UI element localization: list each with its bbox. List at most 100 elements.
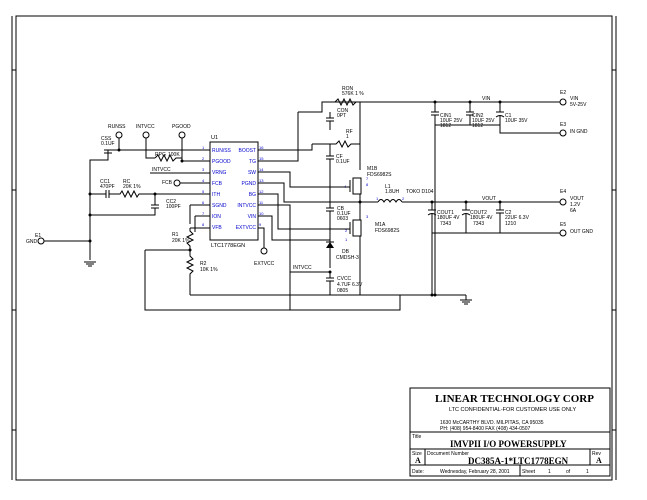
svg-text:1: 1 <box>345 237 348 242</box>
l1-inductor <box>377 199 403 203</box>
e1-label: GND <box>26 239 38 245</box>
cc2-ref: CC2 <box>166 199 176 205</box>
m1a-value: FDS6982S <box>375 228 400 234</box>
css-value: 0.1UF <box>101 141 115 147</box>
power-stage: RON 576K 1 % CON 0PT RF 1 CF 0.1UF M1B F… <box>258 86 560 311</box>
title-block: LINEAR TECHNOLOGY CORP LTC CONFIDENTIAL-… <box>409 387 611 477</box>
ron-value: 576K 1 % <box>342 91 364 97</box>
db-ref: DB <box>342 249 350 255</box>
m1a-mosfet <box>352 219 362 237</box>
runss-label: RUNSS <box>108 124 126 130</box>
pgood-top-label: PGOOD <box>172 124 191 130</box>
ic-pin-name: SW <box>248 170 256 176</box>
m1b-mosfet <box>352 177 362 195</box>
e4-ref: E4 <box>560 189 566 195</box>
c1-value: 10UF 35V <box>505 118 528 124</box>
cout1-value: 180UF 4V <box>437 215 460 221</box>
ic-pins-right: 16BOOST15TG14SW13PGND12BG11INTVCC10VIN9E… <box>236 145 265 231</box>
sheet-number: 1 <box>548 469 551 475</box>
ic-pin-number: 6 <box>202 200 205 205</box>
sheet-border <box>11 15 617 481</box>
rpg-resistor <box>154 153 182 163</box>
cc1-ref: CC1 <box>100 179 110 185</box>
l1-ref: L1 <box>385 184 391 190</box>
rc-value: 20K 1% <box>123 184 141 190</box>
ic-pin-name: VIN <box>248 214 257 220</box>
svg-text:7: 7 <box>366 176 369 181</box>
vout-net-label: VOUT <box>482 196 496 202</box>
ic-pin-name: VRNG <box>212 170 227 176</box>
ic-pin-name: EXTVCC <box>236 225 257 231</box>
e3-ref: E3 <box>560 122 566 128</box>
cin2-ref: CIN2 <box>472 113 484 119</box>
rf-value: 1 <box>346 134 349 140</box>
ic-pin-name: INTVCC <box>237 203 256 209</box>
intvcc-mid-label: INTVCC <box>152 167 171 173</box>
confidential-note: LTC CONFIDENTIAL-FOR CUSTOMER USE ONLY <box>449 407 576 413</box>
cin2-value: 10UF 25V <box>472 118 495 124</box>
ic-pin-number: 3 <box>202 167 205 172</box>
cout2-value: 180UF 4V <box>470 215 493 221</box>
cin1-pkg: 1812 <box>440 123 451 129</box>
ic-pin-number: 5 <box>202 189 205 194</box>
size-value: A <box>415 456 421 465</box>
cin1-ref: CIN1 <box>440 113 452 119</box>
ic-pin-number: 16 <box>259 145 264 150</box>
runss-net <box>118 138 210 151</box>
ic-ref: U1 <box>211 135 218 141</box>
e4-terminal <box>559 198 567 206</box>
company-address-2: PH: (408) 954-8400 FAX (408) 434-0507 <box>440 426 531 432</box>
company-name: LINEAR TECHNOLOGY CORP <box>435 393 594 405</box>
cin2-pkg: 1812 <box>472 123 483 129</box>
e2-label-2: 5V-25V <box>570 102 587 108</box>
r2-value: 10K 1% <box>200 267 218 273</box>
rpg-value: 100K <box>168 152 180 158</box>
ron-ref: RON <box>342 86 354 92</box>
size-label: Size <box>412 451 422 457</box>
cvcc-value: 4.7UF 6.3V <box>337 282 363 288</box>
intvcc-top-label: INTVCC <box>136 124 155 130</box>
r1-resistor <box>185 228 195 250</box>
e4-label-1: VOUT <box>570 196 584 202</box>
fcb-testpoint <box>173 179 181 187</box>
right-circuit: CIN1 10UF 25V 1812 CIN2 10UF 25V 1812 C1… <box>400 90 593 305</box>
ic-pin-number: 4 <box>202 178 205 183</box>
cc2-value: 100PF <box>166 204 181 210</box>
rpg-label: RPG <box>155 152 166 158</box>
ic-pin-name: PGOOD <box>212 159 231 165</box>
c2-value: 22UF 6.3V <box>505 215 530 221</box>
extvcc-label: EXTVCC <box>254 261 275 267</box>
con-value: 0PT <box>337 113 346 119</box>
l1-value: 1.8UH <box>385 189 400 195</box>
ic-u1: U1 LTC1778EGN 1RUN/SS2PGOOD3VRNG4FCB5ITH… <box>202 135 264 249</box>
rc-resistor <box>109 189 155 199</box>
cb-pkg: 0603 <box>337 216 348 222</box>
svg-text:1: 1 <box>376 196 379 201</box>
m1b-ref: M1B <box>367 166 378 172</box>
document-number: DC385A-1*LTC1778EGN <box>468 456 569 466</box>
ic-pin-number: 8 <box>202 222 205 227</box>
db-diode <box>326 242 334 248</box>
rc-ref: RC <box>123 179 131 185</box>
fcb-label: FCB <box>162 180 173 186</box>
cc1-value: 470PF <box>100 184 115 190</box>
ic-pin-name: ITH <box>212 192 220 198</box>
m1a-ref: M1A <box>375 222 386 228</box>
date-label: Date: <box>412 469 424 475</box>
ron-resistor <box>330 97 360 107</box>
e3-label: IN GND <box>570 129 588 135</box>
docnum-label: Document Number <box>427 451 469 457</box>
cout2-ref: COUT2 <box>470 210 487 216</box>
c2-ref: C2 <box>505 210 512 216</box>
ic-pin-name: SGND <box>212 203 227 209</box>
drawing-title: IMVPII I/O POWERSUPPLY <box>450 439 567 449</box>
svg-text:2: 2 <box>345 228 348 233</box>
sheet-label: Sheet <box>522 469 536 475</box>
db-value: CMDSH-3 <box>336 255 359 261</box>
r1-value: 20K 1% <box>172 238 190 244</box>
rev-value: A <box>596 456 602 465</box>
ic-pin-name: ION <box>212 214 221 220</box>
intvcc-bot-label: INTVCC <box>293 265 312 271</box>
r2-resistor <box>185 250 195 295</box>
